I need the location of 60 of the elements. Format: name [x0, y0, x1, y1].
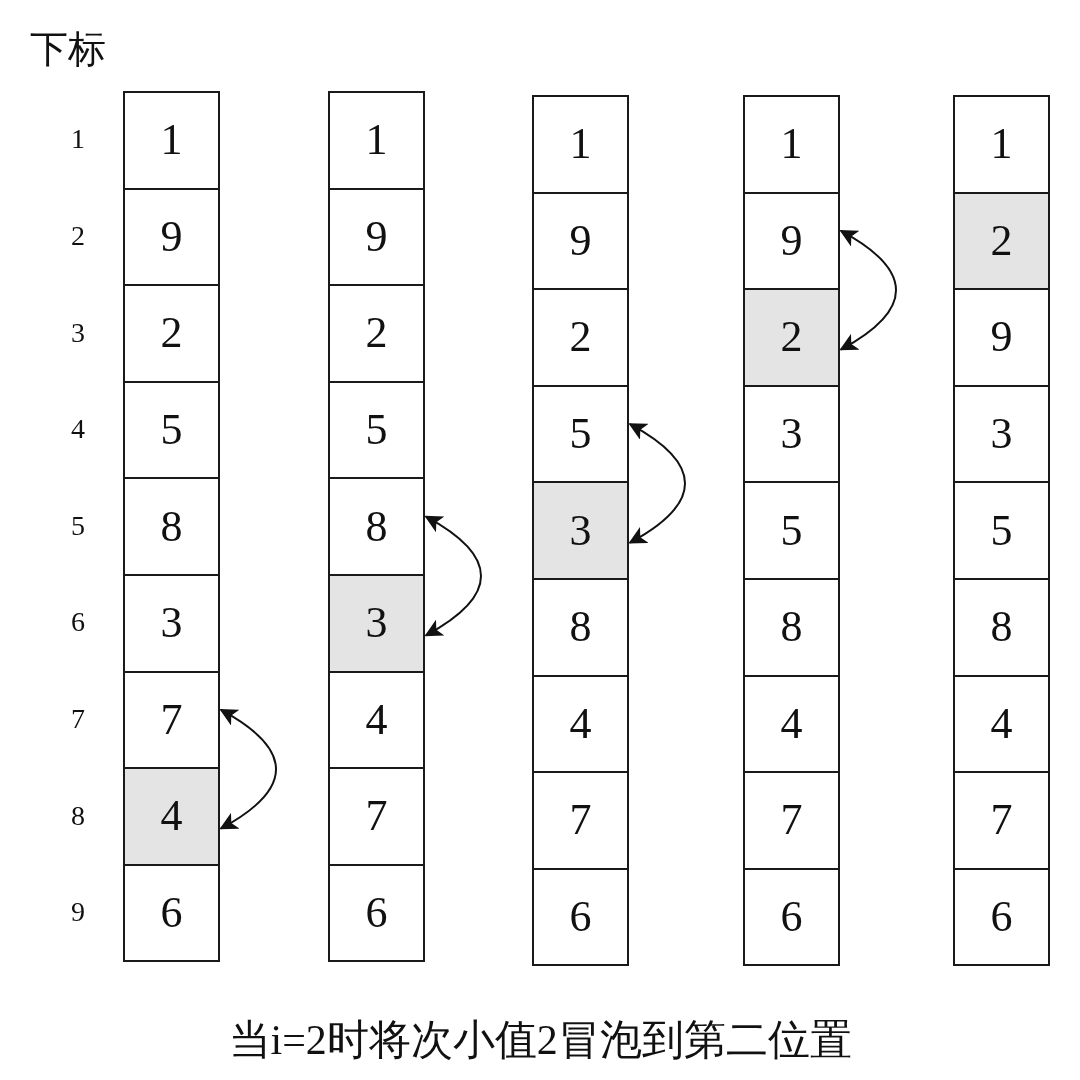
index-number: 5: [71, 511, 85, 540]
array-cell: 4: [743, 674, 840, 774]
array-cell: 8: [743, 578, 840, 677]
array-cell: 4: [953, 674, 1050, 774]
array-cell: 8: [532, 578, 629, 677]
array-cell: 1: [743, 95, 840, 194]
swap-arrow: [628, 423, 686, 544]
array-cell: 7: [532, 771, 629, 870]
array-cell: 9: [743, 191, 840, 291]
array-cell: 5: [532, 384, 629, 484]
array-cell: 6: [123, 863, 220, 963]
array-cell: 9: [532, 191, 629, 291]
index-number: 9: [71, 898, 85, 927]
swap-arrow: [839, 229, 897, 351]
swap-arrow: [219, 708, 277, 830]
array-cell: 1: [953, 95, 1050, 194]
array-cell: 4: [328, 670, 425, 770]
column-heading: 下标: [30, 30, 106, 68]
array-cell: 6: [532, 867, 629, 967]
array-cell: 3: [743, 384, 840, 484]
array-cell: 1: [532, 95, 629, 194]
array-cell: 5: [953, 481, 1050, 580]
index-number: 1: [71, 125, 85, 154]
array-cell: 4: [532, 674, 629, 774]
index-number: 4: [71, 415, 85, 444]
array-cell: 2: [328, 284, 425, 383]
array-cell: 8: [123, 477, 220, 576]
array-cell: 6: [328, 863, 425, 963]
highlighted-cell: 2: [743, 288, 840, 387]
array-cell: 7: [743, 771, 840, 870]
array-cell: 7: [953, 771, 1050, 870]
highlighted-cell: 4: [123, 767, 220, 866]
array-cell: 9: [328, 187, 425, 287]
array-cell: 9: [123, 187, 220, 287]
array-cell: 3: [123, 574, 220, 673]
index-number: 3: [71, 318, 85, 347]
index-number: 6: [71, 608, 85, 637]
highlighted-cell: 3: [328, 574, 425, 673]
highlighted-cell: 3: [532, 481, 629, 580]
index-number: 7: [71, 704, 85, 733]
array-cell: 6: [953, 867, 1050, 967]
caption: 当i=2时将次小值2冒泡到第二位置: [228, 1019, 852, 1061]
array-cell: 1: [328, 91, 425, 190]
array-cell: 2: [123, 284, 220, 383]
array-cell: 7: [328, 767, 425, 866]
array-cell: 1: [123, 91, 220, 190]
index-number: 2: [71, 221, 85, 250]
array-cell: 5: [328, 380, 425, 480]
index-number: 8: [71, 801, 85, 830]
array-cell: 8: [328, 477, 425, 576]
swap-arrow: [424, 515, 482, 637]
array-cell: 5: [743, 481, 840, 580]
array-cell: 5: [123, 380, 220, 480]
array-cell: 8: [953, 578, 1050, 677]
array-cell: 7: [123, 670, 220, 770]
array-cell: 6: [743, 867, 840, 967]
array-cell: 9: [953, 288, 1050, 387]
highlighted-cell: 2: [953, 191, 1050, 291]
array-cell: 3: [953, 384, 1050, 484]
array-cell: 2: [532, 288, 629, 387]
